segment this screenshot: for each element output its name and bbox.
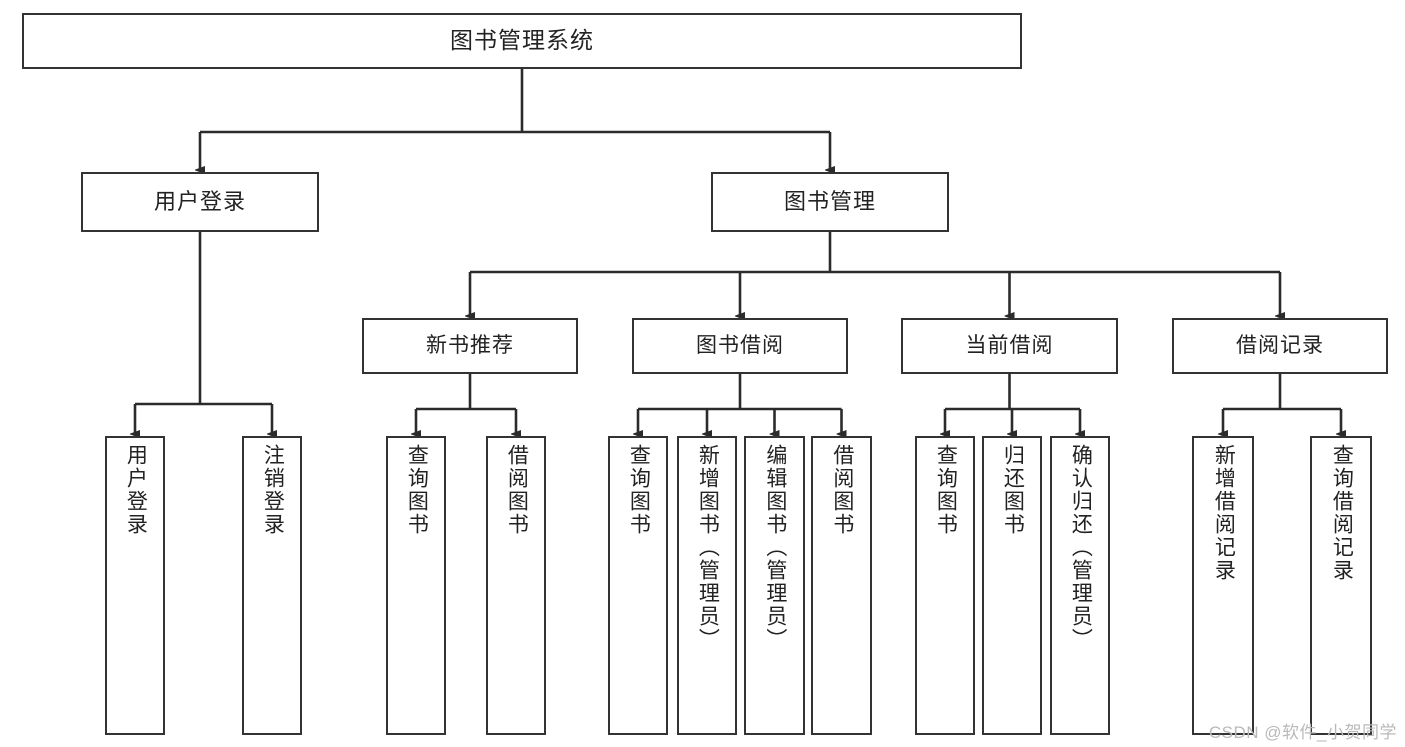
node-leaf-edit-book[interactable]: 编辑图书（管理员） — [744, 436, 805, 735]
node-label: 确认归还（管理员） — [1069, 444, 1093, 651]
node-current-borrow[interactable]: 当前借阅 — [901, 318, 1118, 374]
node-label: 图书借阅 — [696, 333, 784, 357]
node-book-manage[interactable]: 图书管理 — [711, 172, 949, 232]
node-label: 查询借阅记录 — [1330, 444, 1354, 582]
csdn-watermark: CSDN @软件_小贺同学 — [1208, 723, 1397, 742]
node-label: 查询图书 — [934, 444, 958, 536]
node-leaf-add-record[interactable]: 新增借阅记录 — [1192, 436, 1254, 735]
node-label: 查询图书 — [627, 444, 651, 536]
node-leaf-add-book[interactable]: 新增图书（管理员） — [677, 436, 737, 735]
node-book-borrow[interactable]: 图书借阅 — [632, 318, 848, 374]
node-borrow-record[interactable]: 借阅记录 — [1172, 318, 1388, 374]
node-label: 用户登录 — [124, 444, 148, 536]
node-label: 借阅图书 — [830, 444, 854, 536]
node-label: 新增图书（管理员） — [696, 444, 720, 651]
node-label: 归还图书 — [1001, 444, 1025, 536]
node-label: 编辑图书（管理员） — [763, 444, 787, 651]
node-label: 查询图书 — [405, 444, 429, 536]
node-user-login[interactable]: 用户登录 — [81, 172, 319, 232]
node-leaf-query-book-rec[interactable]: 查询图书 — [386, 436, 446, 735]
node-label: 当前借阅 — [965, 333, 1054, 357]
node-leaf-return-book[interactable]: 归还图书 — [982, 436, 1042, 735]
node-leaf-user-login[interactable]: 用户登录 — [105, 436, 165, 735]
node-leaf-confirm-return[interactable]: 确认归还（管理员） — [1050, 436, 1110, 735]
node-leaf-query-book-bor[interactable]: 查询图书 — [608, 436, 668, 735]
node-leaf-query-record[interactable]: 查询借阅记录 — [1310, 436, 1372, 735]
node-label: 借阅记录 — [1236, 333, 1324, 357]
node-label: 新增借阅记录 — [1212, 444, 1236, 582]
node-label: 新书推荐 — [426, 333, 514, 357]
node-label: 注销登录 — [261, 444, 285, 536]
node-leaf-query-book-cur[interactable]: 查询图书 — [915, 436, 975, 735]
node-root[interactable]: 图书管理系统 — [22, 13, 1022, 69]
node-label: 图书管理系统 — [450, 27, 594, 54]
node-leaf-borrow-book-rec[interactable]: 借阅图书 — [486, 436, 546, 735]
node-label: 借阅图书 — [505, 444, 529, 536]
node-label: 图书管理 — [783, 189, 876, 215]
node-label: 用户登录 — [153, 189, 246, 215]
node-leaf-borrow-book-bor[interactable]: 借阅图书 — [811, 436, 872, 735]
node-new-book-recommend[interactable]: 新书推荐 — [362, 318, 578, 374]
node-leaf-user-logout[interactable]: 注销登录 — [242, 436, 302, 735]
